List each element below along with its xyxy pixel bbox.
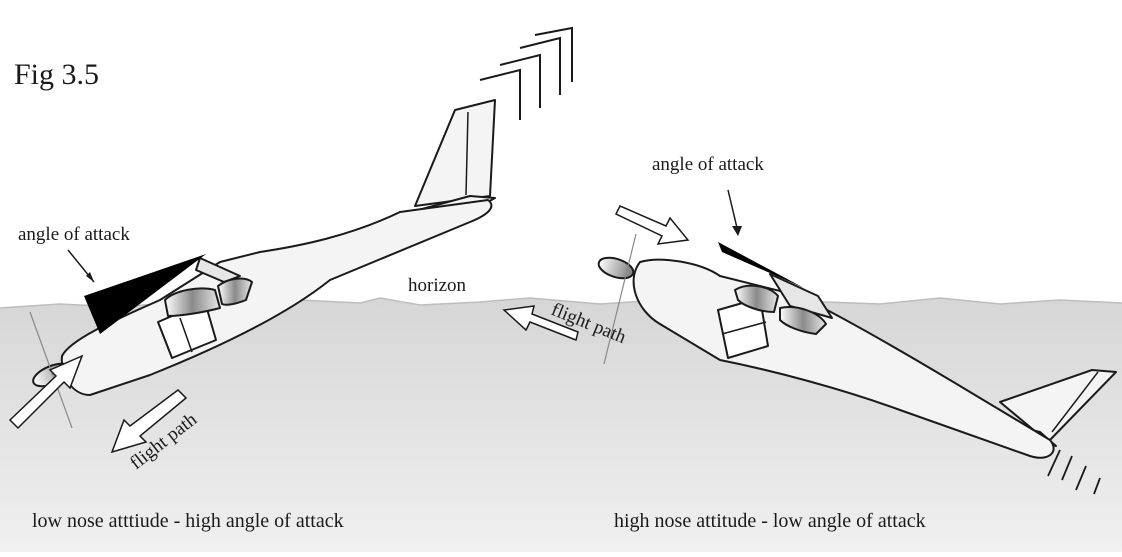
right-propeller bbox=[603, 233, 637, 365]
right-windshield bbox=[769, 273, 833, 319]
right-motion-lines bbox=[1047, 449, 1101, 495]
right-flight-path-arrow bbox=[502, 305, 579, 342]
right-angle-of-attack-wedge bbox=[718, 242, 804, 288]
left-window-rear bbox=[217, 277, 253, 306]
left-caption: low nose atttiude - high angle of attack bbox=[32, 510, 344, 532]
right-airplane bbox=[597, 233, 1117, 459]
left-relative-wind-arrow bbox=[8, 354, 84, 430]
right-window-front bbox=[734, 284, 779, 313]
right-window-rear bbox=[779, 306, 827, 335]
figure-title: Fig 3.5 bbox=[14, 58, 99, 91]
right-spinner bbox=[597, 256, 635, 280]
right-angle-pointer bbox=[727, 189, 739, 233]
right-caption: high nose attitude - low angle of attack bbox=[614, 510, 926, 532]
left-vertical-tail bbox=[414, 99, 496, 207]
left-angle-of-attack-label: angle of attack bbox=[18, 224, 130, 245]
right-angle-of-attack-label: angle of attack bbox=[652, 154, 764, 175]
left-window-front bbox=[164, 287, 221, 317]
right-relative-wind-arrow bbox=[614, 205, 690, 245]
left-angle-of-attack-wedge bbox=[84, 254, 206, 334]
left-motion-lines bbox=[479, 26, 573, 120]
horizon-label: horizon bbox=[408, 275, 467, 296]
left-flight-path-arrow bbox=[110, 389, 188, 454]
